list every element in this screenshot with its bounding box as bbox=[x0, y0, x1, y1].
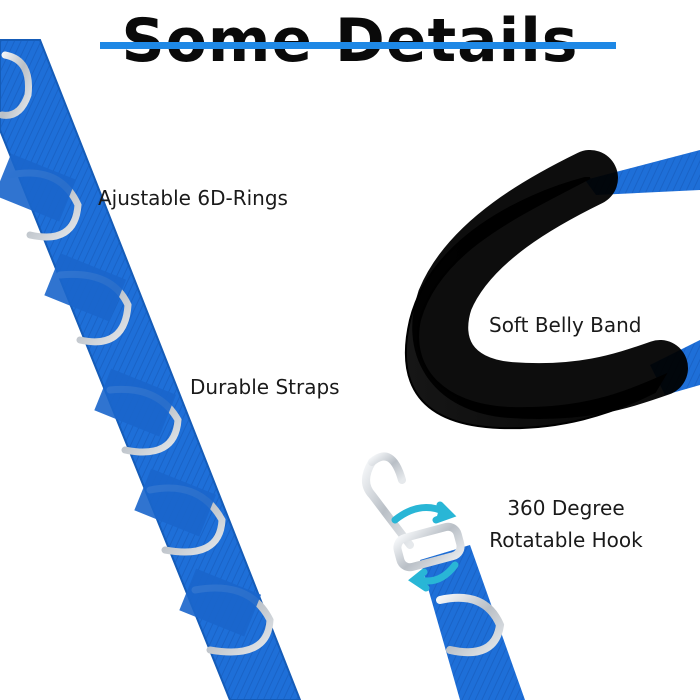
label-hook: 360 Degree Rotatable Hook bbox=[486, 492, 646, 556]
page-title: Some Details bbox=[121, 6, 579, 76]
title-underline bbox=[100, 42, 616, 49]
label-straps: Durable Straps bbox=[190, 375, 340, 399]
rotate-arrow-icon bbox=[391, 501, 459, 592]
short-strap bbox=[420, 545, 525, 700]
snap-hook-icon bbox=[362, 452, 505, 657]
label-d-rings: Ajustable 6D-Rings bbox=[98, 186, 288, 210]
belly-band bbox=[405, 150, 700, 430]
label-belly-band: Soft Belly Band bbox=[489, 313, 642, 337]
label-hook-line1: 360 Degree bbox=[507, 496, 625, 520]
label-hook-line2: Rotatable Hook bbox=[489, 528, 643, 552]
